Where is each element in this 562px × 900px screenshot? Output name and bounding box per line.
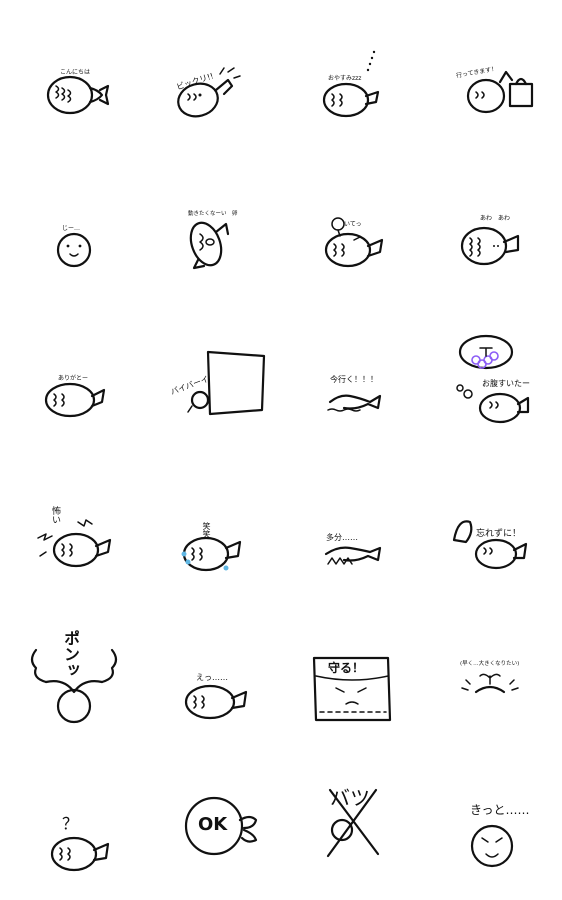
face-drawing (56, 232, 92, 268)
sticker-caption: 動きたくなーい 卵 (188, 211, 238, 217)
sticker-caption: きっと…… (470, 803, 530, 817)
sticker-caption: あわ あわ (480, 215, 511, 222)
sticker-arigatou[interactable]: ありがとー (0, 300, 140, 450)
fish-drawing (460, 226, 520, 266)
cross-drawing (326, 788, 380, 858)
sticker-warawara[interactable]: 笑笑 (140, 450, 280, 600)
sprout-drawing (461, 673, 519, 694)
sticker-awaawa[interactable]: あわ あわ (420, 150, 560, 300)
sticker-caption: 今行く！！！ (330, 375, 378, 384)
sticker-ok[interactable]: OK (140, 750, 280, 900)
fish-swimming-drawing (324, 546, 382, 565)
sticker-caption: こんにちは (60, 69, 91, 76)
sticker-caption: 忘れずに！ (476, 529, 522, 539)
sticker-caption: おやすみzzz (328, 75, 362, 82)
sticker-caption: 守る！ (328, 661, 365, 675)
shield-face-drawing (312, 656, 392, 722)
sticker-ugokitakunai[interactable]: 動きたくなーい 卵 (140, 150, 280, 300)
face-drawing (470, 824, 514, 868)
sticker-oyasumi[interactable]: おやすみzzz (280, 0, 420, 150)
sticker-konnichiwa[interactable]: こんにちは (0, 0, 140, 150)
sticker-imaiku[interactable]: 今行く！！！ (280, 300, 420, 450)
fish-swimming-drawing (327, 394, 382, 412)
sticker-ittekimasu[interactable]: 行ってきます！ (420, 0, 560, 150)
sticker-jii[interactable]: じー… (0, 150, 140, 300)
fish-drawing (46, 75, 110, 115)
sticker-mamoru[interactable]: 守る！ (280, 600, 420, 750)
fish-drawing (452, 520, 528, 570)
sticker-kitto[interactable]: きっと…… (420, 750, 560, 900)
fish-scared-drawing (37, 519, 112, 568)
ok-face-drawing (184, 796, 258, 856)
sticker-hayaku[interactable]: (早く…大きくなりたい) (420, 600, 560, 750)
sticker-baibai[interactable]: バイバーイ (140, 300, 280, 450)
sticker-kowai[interactable]: 怖い (0, 450, 140, 600)
fish-drawing (177, 67, 241, 118)
sticker-caption: 多分…… (326, 533, 358, 542)
fish-laughing-drawing (181, 536, 242, 572)
sticker-batsu[interactable]: バツ (280, 750, 420, 900)
sticker-caption: ポンッ (61, 630, 80, 678)
sticker-bikkuri[interactable]: ビックリ!! (140, 0, 280, 150)
fish-drawing (322, 50, 380, 118)
sticker-pontsu[interactable]: ポンッ (0, 600, 140, 750)
sticker-hatena[interactable]: ？ (0, 750, 140, 900)
fish-drawing (184, 684, 248, 720)
sticker-itte[interactable]: いてっ (280, 150, 420, 300)
fish-with-bag-drawing (466, 70, 534, 114)
fish-drawing (44, 382, 106, 418)
fish-drawing (324, 217, 384, 268)
popping-face-drawing (30, 648, 118, 724)
sticker-onakasuita[interactable]: お腹すいたー (420, 300, 560, 450)
sticker-caption: (早く…大きくなりたい) (460, 661, 520, 667)
sticker-caption: えっ…… (196, 673, 228, 682)
sticker-caption: じー… (62, 225, 81, 232)
sticker-tabun[interactable]: 多分…… (280, 450, 420, 600)
sticker-caption: お腹すいたー (482, 379, 530, 388)
sticker-caption: いてっ (344, 221, 362, 228)
sticker-caption: 怖い (50, 506, 60, 524)
wall-drawing (187, 350, 266, 416)
sticker-e[interactable]: えっ…… (140, 600, 280, 750)
sticker-wasurezuni[interactable]: 忘れずに！ (420, 450, 560, 600)
sticker-caption: 笑笑 (202, 522, 211, 538)
sticker-caption: OK (198, 814, 228, 835)
fish-drawing (50, 836, 110, 872)
fish-drawing (189, 221, 230, 270)
sticker-caption: ありがとー (58, 375, 89, 382)
sticker-caption: ？ (62, 814, 79, 833)
fish-thinking-drawing (456, 334, 530, 424)
